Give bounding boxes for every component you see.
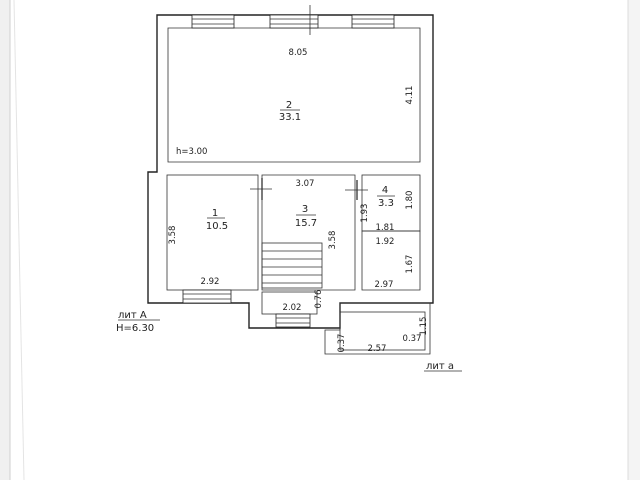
window-top-middle	[269, 14, 319, 29]
room-3-area: 15.7	[295, 218, 317, 229]
window-top-left	[191, 14, 235, 29]
corridor-outline	[361, 230, 421, 291]
dim-corridor-height: 1.67	[405, 255, 415, 274]
porch-inner	[339, 311, 426, 351]
label-total-height: H=6.30	[116, 323, 154, 334]
room-2-area: 33.1	[279, 112, 301, 123]
room-1-number: 1	[212, 208, 218, 219]
dim-stair-height: 3.58	[328, 231, 338, 250]
dim-porch-width: 2.57	[368, 344, 387, 354]
window-bottom-entry	[275, 313, 311, 328]
window-bottom-left	[182, 289, 232, 304]
room-1-area: 10.5	[206, 221, 228, 232]
dim-room3-width: 3.07	[296, 179, 315, 189]
scan-left-shadow	[13, 0, 25, 480]
dim-ledge-width: 2.97	[375, 280, 394, 290]
inner-wall-line	[167, 27, 421, 163]
dim-entry-depth: 0.76	[314, 290, 324, 309]
room-4-area: 3.3	[378, 198, 394, 209]
dim-corridor-width: 1.92	[376, 237, 395, 247]
room-4-number: 4	[382, 185, 388, 196]
dim-room4-depth-b: 1.80	[405, 191, 415, 210]
room-3-number: 3	[302, 204, 308, 215]
window-top-right	[351, 14, 395, 29]
dim-room1-width: 2.92	[201, 277, 220, 287]
dim-room4-width: 1.81	[376, 223, 395, 233]
room-2-number: 2	[286, 100, 292, 111]
label-liter-a: лит А	[118, 310, 147, 321]
scan-left-edge	[0, 0, 10, 480]
dim-porch-right-a: 0.37	[403, 334, 422, 344]
dim-porch-right-b: 1.15	[419, 317, 429, 336]
dim-porch-left: 0.37	[337, 334, 347, 353]
dim-room2-height: 4.11	[405, 86, 415, 105]
staircase	[261, 242, 323, 289]
scan-right-edge	[628, 0, 640, 480]
dim-top-width: 8.05	[289, 48, 308, 58]
dim-ceiling-height: h=3.00	[176, 147, 207, 157]
dim-entry-width: 2.02	[283, 303, 302, 313]
label-liter-a-small: лит а	[426, 361, 454, 372]
dim-room1-height: 3.58	[168, 226, 178, 245]
dim-room4-depth-a: 1.93	[360, 204, 370, 223]
